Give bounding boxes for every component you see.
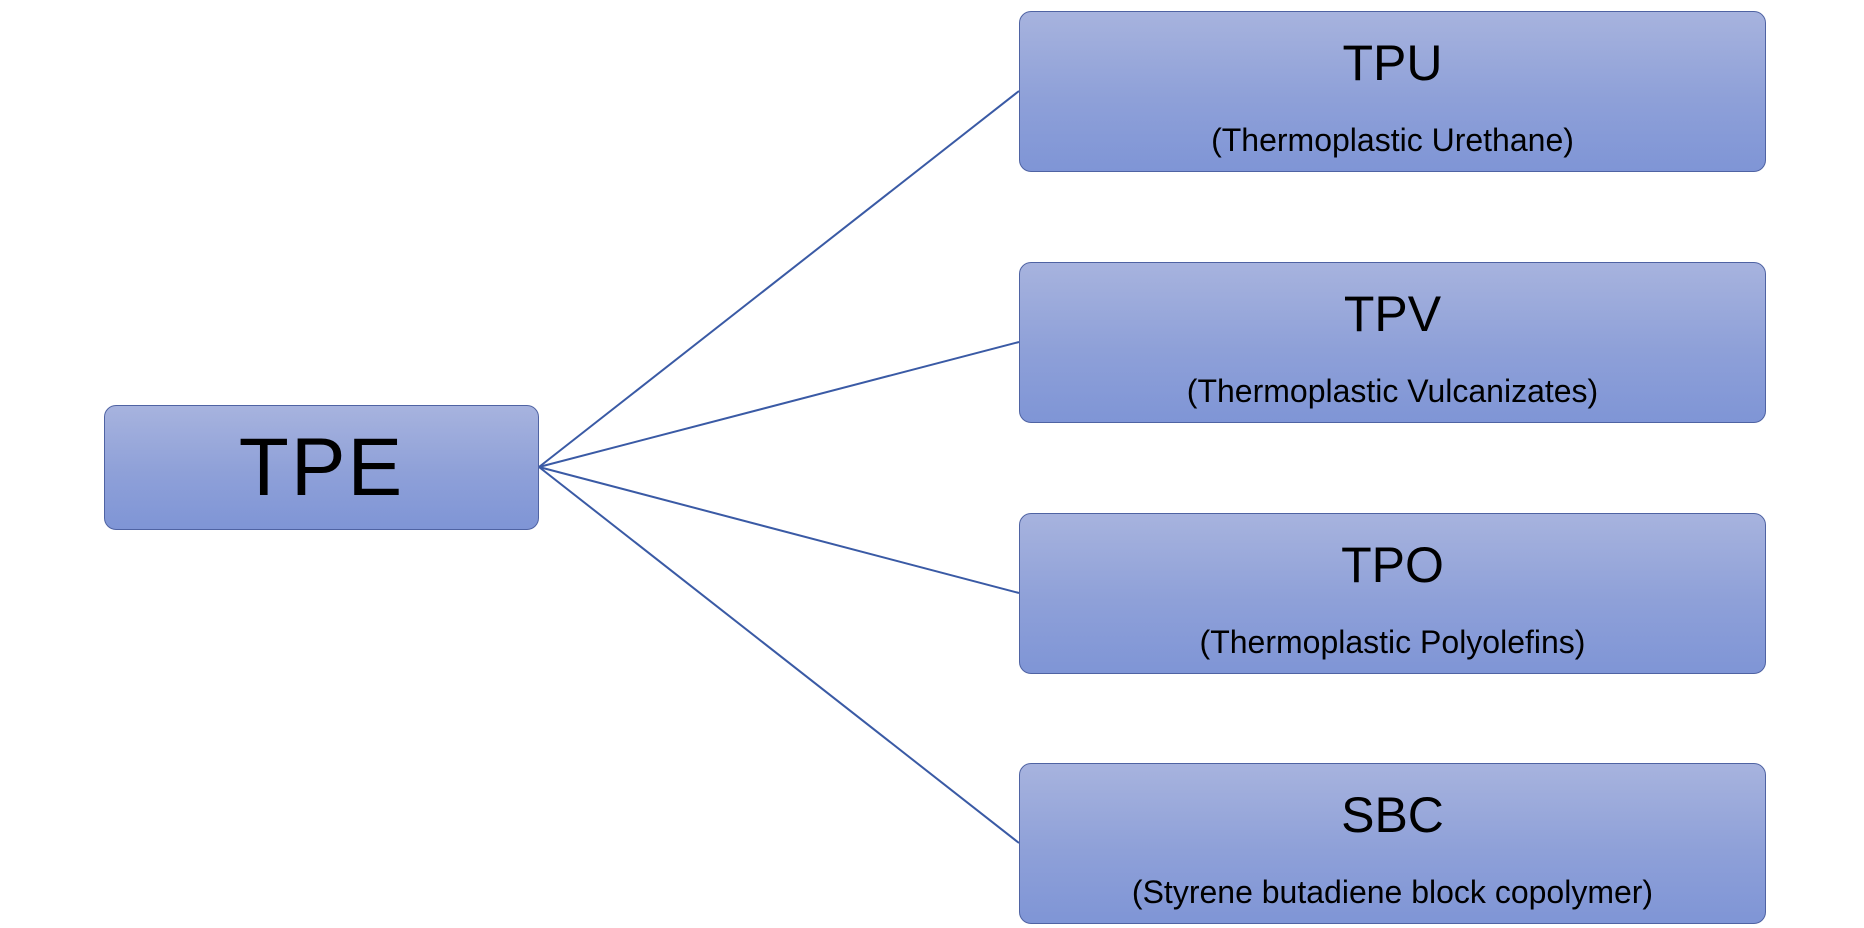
child-node-title: TPU [1342,35,1443,91]
child-node-tpv: TPV (Thermoplastic Vulcanizates) [1019,262,1766,423]
child-node-subtitle: (Thermoplastic Vulcanizates) [1186,373,1599,409]
child-node-title: TPO [1341,537,1444,593]
root-node-box: TPE [104,405,539,530]
child-node-title: SBC [1341,787,1444,843]
child-node-tpu: TPU (Thermoplastic Urethane) [1019,11,1766,172]
root-node-label: TPE [238,421,405,513]
connector-tpe-to-tpv [538,341,1020,468]
child-node-subtitle: (Styrene butadiene block copolymer) [1131,874,1654,910]
child-node-subtitle: (Thermoplastic Urethane) [1211,122,1574,158]
child-node-subtitle: (Thermoplastic Polyolefins) [1199,624,1586,660]
child-node-tpo: TPO (Thermoplastic Polyolefins) [1019,513,1766,674]
connector-tpe-to-sbc [538,466,1020,844]
child-node-sbc: SBC (Styrene butadiene block copolymer) [1019,763,1766,924]
connector-tpe-to-tpo [538,466,1020,594]
child-node-title: TPV [1343,286,1442,342]
connector-tpe-to-tpu [538,90,1020,468]
